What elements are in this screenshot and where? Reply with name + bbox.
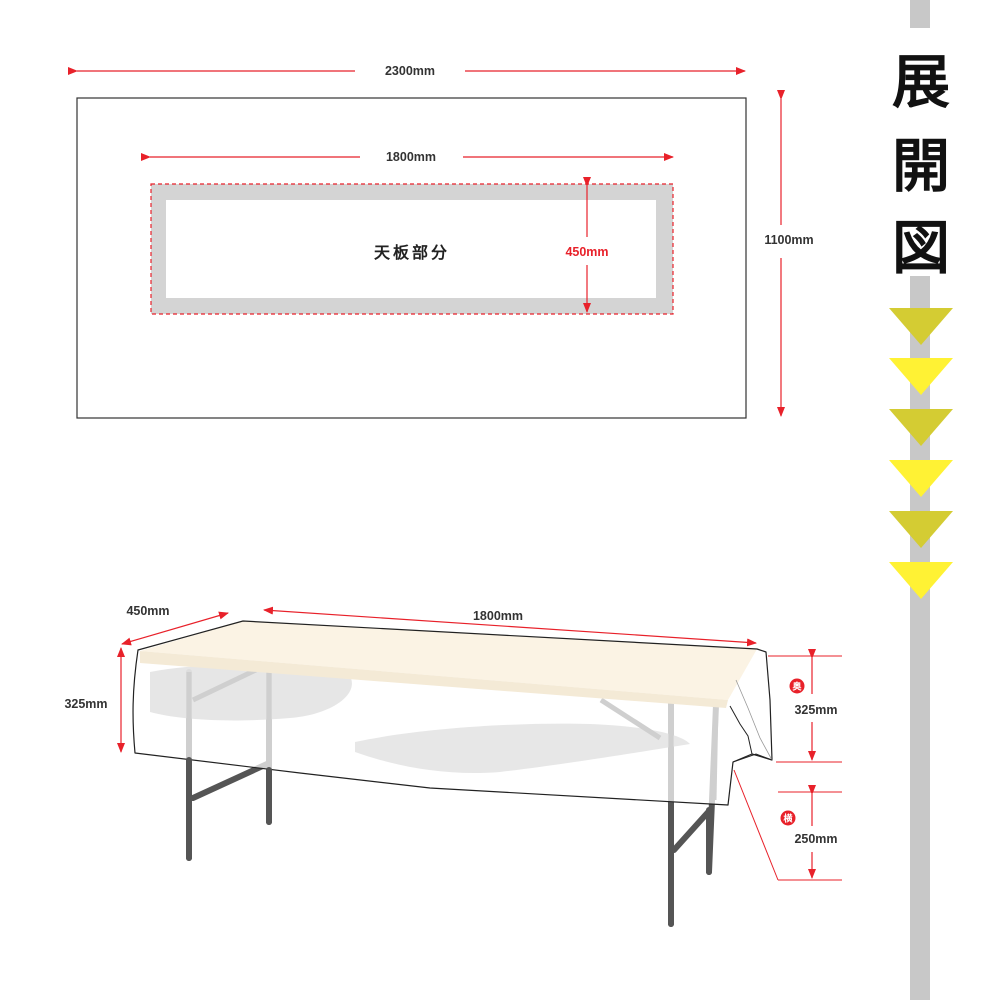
side-drop-tag: 横 <box>783 813 793 825</box>
front-drop-label: 325mm <box>64 697 107 711</box>
down-arrow-icon <box>889 460 953 497</box>
side-drop-label: 250mm <box>794 832 837 846</box>
depth-arrow <box>121 611 229 646</box>
table-dimensions: 450mm 1800mm 325mm 奥 325mm 横 250mm <box>64 604 842 881</box>
length-arrow <box>263 606 757 647</box>
down-arrow-icon <box>889 308 953 345</box>
outer-width-label: 2300mm <box>385 64 435 78</box>
back-drop-badge <box>789 678 805 694</box>
flat-plan: 2300mm 1100mm 1800mm 天板部分 450mm <box>68 64 814 419</box>
title-char-1: 展 <box>892 48 950 116</box>
cloth-outline-3d <box>132 620 773 806</box>
legs-under-cloth <box>186 665 719 801</box>
title-char-2: 開 <box>892 132 950 200</box>
side-drop-leader <box>733 769 779 881</box>
cloth-shadow <box>150 665 352 721</box>
down-arrow-icon <box>889 409 953 446</box>
inner-depth-label: 450mm <box>565 245 608 259</box>
tabletop-inner <box>166 200 656 298</box>
tabletop-dashed-outline <box>150 183 674 315</box>
down-arrow-icon <box>889 562 953 599</box>
length-label: 1800mm <box>473 609 523 623</box>
cloth-side-fold <box>729 705 753 755</box>
legs-visible <box>186 757 712 927</box>
title-background <box>888 28 954 276</box>
down-arrow-icon <box>889 358 953 395</box>
side-drop-badge <box>780 810 796 826</box>
tabletop-label: 天板部分 <box>374 243 450 262</box>
depth-label: 450mm <box>126 604 169 618</box>
back-drop-label: 325mm <box>794 703 837 717</box>
cloth-outline <box>76 97 747 419</box>
title-char-3: 図 <box>892 214 950 282</box>
cloth-side-fold-2 <box>735 679 773 761</box>
cloth-corner <box>732 753 773 763</box>
outer-height-label: 1100mm <box>764 233 813 247</box>
inner-width-label: 1800mm <box>386 150 436 164</box>
back-drop-tag: 奥 <box>791 681 802 693</box>
table-illustration <box>132 620 773 927</box>
cloth-shadow <box>355 723 690 774</box>
down-arrow-icon <box>889 511 953 548</box>
tabletop-edge <box>140 651 728 708</box>
